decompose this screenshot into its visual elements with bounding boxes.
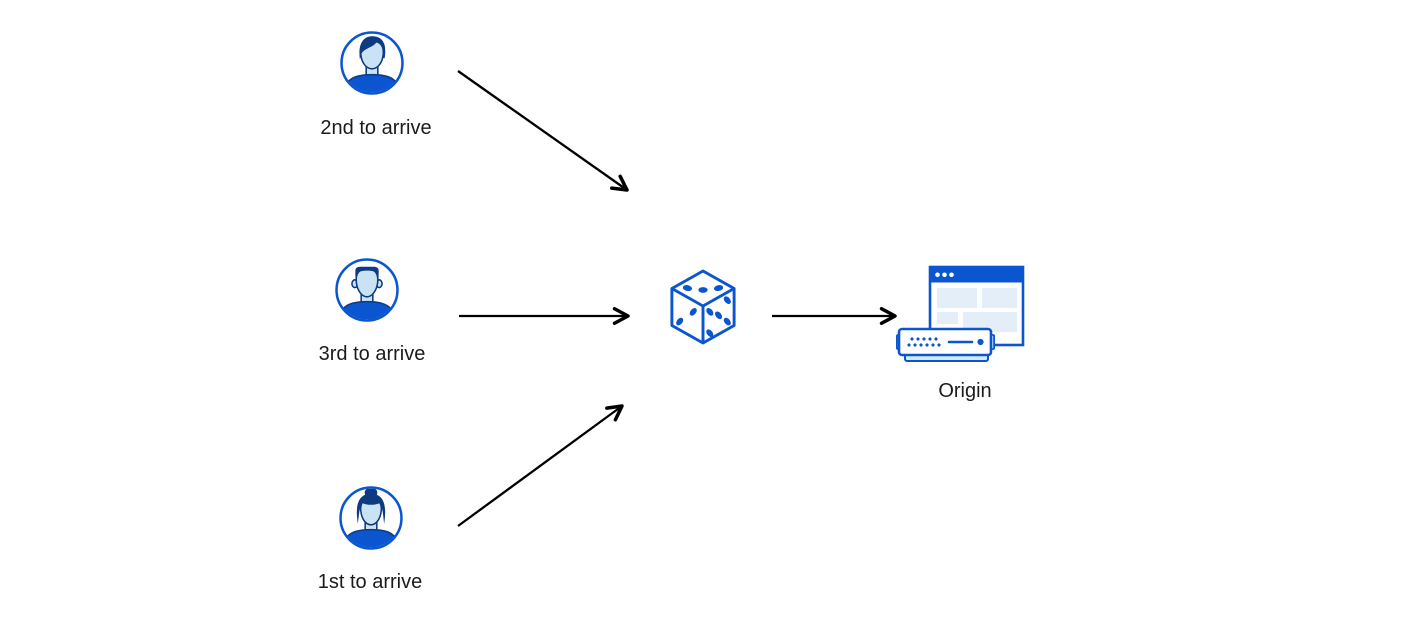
origin-node (895, 265, 1027, 364)
server-vent-diamonds (907, 337, 941, 347)
user-node-2nd-to-arrive (339, 30, 405, 96)
user-avatar-male-flattop-hair-icon (335, 258, 399, 322)
user-label-3rd-to-arrive: 3rd to arrive (318, 343, 426, 365)
user-avatar-female-bun-hair-icon (339, 486, 403, 550)
origin-server-browser-icon (895, 265, 1025, 362)
dice-node (668, 268, 738, 346)
origin-label: Origin (938, 380, 992, 402)
user-node-3rd-to-arrive (334, 257, 400, 323)
user-node-1st-to-arrive (338, 485, 404, 551)
server-appliance (895, 327, 995, 362)
user-label-1st-to-arrive: 1st to arrive (317, 571, 423, 593)
browser-titlebar (930, 267, 1023, 283)
user-avatar-male-swoosh-hair-icon (340, 31, 404, 95)
dice-icon (670, 269, 736, 345)
arrow-user2-to-dice (457, 70, 629, 192)
arrow-user1-to-dice (457, 404, 624, 527)
user-label-2nd-to-arrive: 2nd to arrive (320, 117, 432, 139)
